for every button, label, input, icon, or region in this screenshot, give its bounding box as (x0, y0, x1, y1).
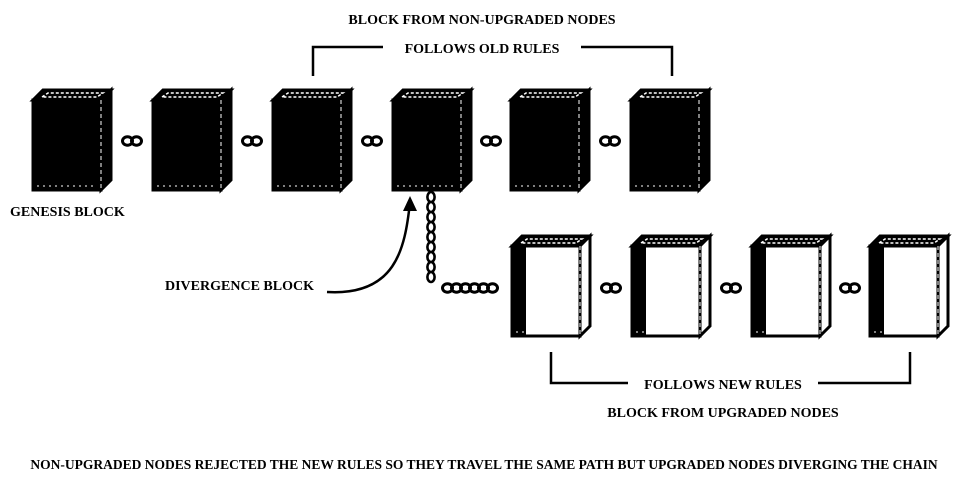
new-chain-link (600, 282, 622, 294)
new-chain-link (839, 282, 861, 294)
caption: NON-UPGRADED NODES REJECTED THE NEW RULE… (30, 457, 938, 472)
old-chain-link (361, 135, 383, 147)
old-chain-block (269, 86, 355, 194)
old-rules-label: FOLLOWS OLD RULES (405, 42, 560, 57)
new-chain-block (628, 232, 714, 340)
genesis-block (29, 86, 115, 194)
upgraded-heading: BLOCK FROM UPGRADED NODES (607, 406, 839, 421)
new-rules-bracket (549, 352, 912, 385)
new-chain-block (508, 232, 594, 340)
old-chain-block (507, 86, 593, 194)
old-chain (29, 86, 713, 194)
new-chain-block (866, 232, 952, 340)
top-heading: BLOCK FROM NON-UPGRADED NODES (348, 13, 615, 28)
old-chain-link (241, 135, 263, 147)
new-rules-label: FOLLOWS NEW RULES (644, 378, 802, 393)
new-chain-link (720, 282, 742, 294)
genesis-block-label: GENESIS BLOCK (10, 205, 125, 220)
fork-chain-horizontal (441, 282, 499, 294)
fork-chain (426, 190, 499, 294)
fork-chain-vertical (426, 190, 436, 284)
old-chain-link (121, 135, 143, 147)
old-chain-block (149, 86, 235, 194)
old-chain-link (480, 135, 502, 147)
new-chain-block (748, 232, 834, 340)
old-rules-bracket (311, 45, 674, 76)
divergence-block (389, 86, 475, 194)
new-chain (508, 232, 952, 340)
divergence-arrow (326, 196, 417, 294)
old-chain-block (627, 86, 713, 194)
divergence-block-label: DIVERGENCE BLOCK (165, 279, 314, 294)
chain-links (121, 135, 861, 294)
old-chain-link (599, 135, 621, 147)
